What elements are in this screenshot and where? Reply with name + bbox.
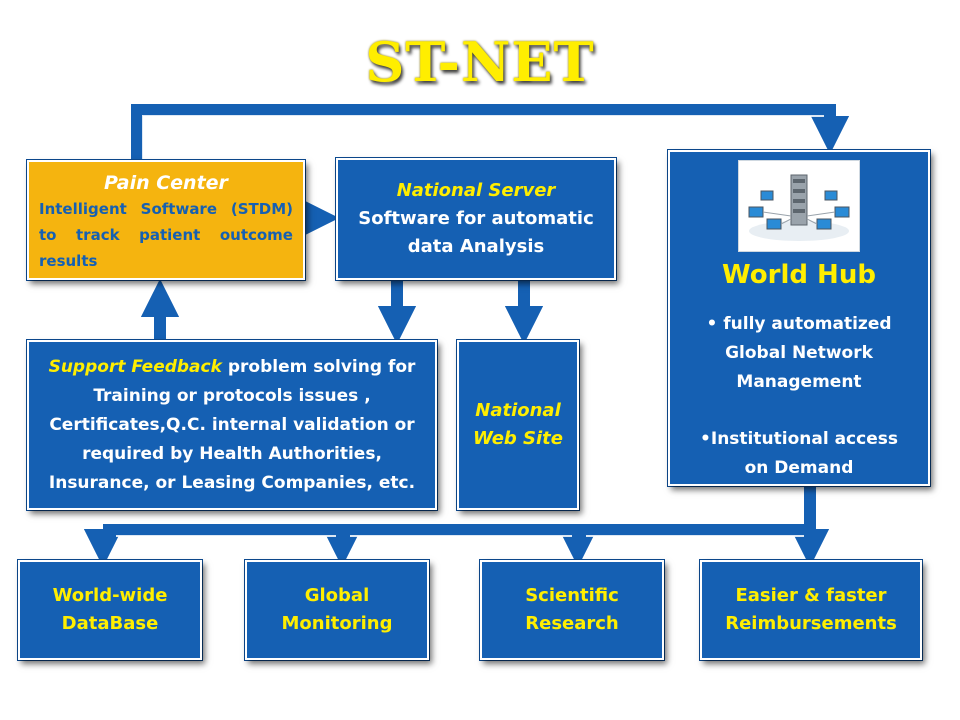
national-web-line2: Web Site bbox=[472, 428, 563, 449]
world-hub-bullet1-line2: Global Network bbox=[725, 343, 873, 363]
output-database-line1: World-wide bbox=[52, 585, 168, 606]
support-feedback-line3: Certificates,Q.C. internal validation or bbox=[49, 414, 415, 435]
world-hub-box: World Hub • fully automatized Global Net… bbox=[668, 150, 930, 486]
support-feedback-box: Support Feedback problem solving for Tra… bbox=[27, 340, 437, 510]
output-database-line2: DataBase bbox=[61, 613, 159, 634]
world-hub-bullet2-line2: on Demand bbox=[744, 458, 854, 478]
output-box-reimbursements: Easier & faster Reimbursements bbox=[700, 560, 922, 660]
world-hub-bullet2-line1: •Institutional access bbox=[700, 429, 898, 449]
support-feedback-lead: Support Feedback bbox=[48, 356, 222, 377]
support-feedback-line1: Support Feedback problem solving for bbox=[49, 353, 416, 382]
page-title: ST-NET bbox=[365, 30, 595, 94]
world-hub-title: World Hub bbox=[722, 260, 876, 290]
support-feedback-line4: required by Health Authorities, bbox=[82, 443, 382, 464]
national-server-box: National Server Software for automatic d… bbox=[336, 158, 616, 280]
support-feedback-line5: Insurance, or Leasing Companies, etc. bbox=[48, 472, 416, 493]
support-feedback-line1-rest: problem solving for bbox=[221, 356, 416, 377]
national-web-box: National Web Site bbox=[457, 340, 579, 510]
output-research-line2: Research bbox=[525, 613, 619, 634]
network-servers-icon bbox=[738, 160, 860, 252]
support-feedback-line2: Training or protocols issues , bbox=[93, 385, 371, 406]
output-reimbursements-line1: Easier & faster bbox=[735, 585, 887, 606]
output-box-research: Scientific Research bbox=[480, 560, 664, 660]
output-monitoring-line2: Monitoring bbox=[281, 613, 393, 634]
pain-center-box: Pain Center Intelligent Software (STDM) … bbox=[27, 160, 305, 280]
national-web-line1: National bbox=[475, 400, 561, 421]
national-server-line1: Software for automatic bbox=[358, 208, 594, 229]
output-box-database: World-wide DataBase bbox=[18, 560, 202, 660]
output-box-monitoring: Global Monitoring bbox=[245, 560, 429, 660]
national-server-title: National Server bbox=[396, 180, 556, 201]
output-reimbursements-line2: Reimbursements bbox=[725, 613, 897, 634]
output-monitoring-line1: Global bbox=[304, 585, 370, 606]
top-loop-connector bbox=[131, 104, 850, 160]
output-research-line1: Scientific bbox=[525, 585, 619, 606]
pain-center-description: Intelligent Software (STDM) to track pat… bbox=[39, 200, 293, 270]
pain-center-title: Pain Center bbox=[104, 172, 228, 194]
world-hub-bullet1-line1: • fully automatized bbox=[706, 314, 892, 334]
world-hub-bullet1-line3: Management bbox=[736, 372, 862, 392]
national-server-line2: data Analysis bbox=[407, 236, 545, 257]
